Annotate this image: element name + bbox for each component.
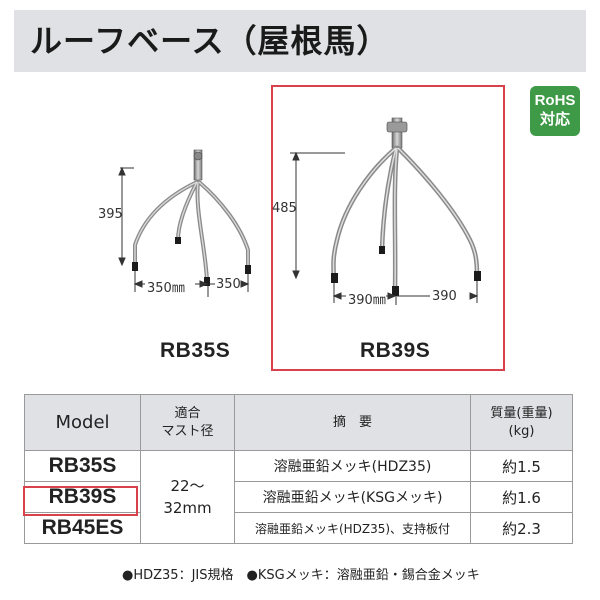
rb35s-width-a-label: 350㎜ [147,281,185,296]
row-model: RB45ES [24,512,141,544]
header-mast-line1: 適合 [174,405,201,421]
rb35s-drawing [118,149,251,297]
rb39s-legs-highlight [332,147,478,291]
rb35s-model-label: RB35S [160,339,231,362]
page-title: ルーフベース（屋根馬） [30,22,390,60]
spec-table: Model 適合 マスト径 摘 要 質量(重量) (kg) RB35S 22～ … [24,394,573,544]
mast-range-line1: 22～ [170,477,205,495]
rb35s-legs [133,180,250,282]
rb39s-width-b-label: 390 [432,289,457,304]
row-summary: 溶融亜鉛メッキ(HDZ35) [234,450,471,482]
rb39s-height-label: 485 [272,201,297,216]
rb35s-width-b-label: 350 [216,277,241,292]
rb39s-model-label: RB39S [360,339,431,362]
rb39s-drawing [290,117,481,305]
rb39s-legs [331,145,480,293]
table-row: RB45ES 溶融亜鉛メッキ(HDZ35)、支持板付 約2.3 [24,512,573,544]
rohs-badge-subtext: 対応 [539,110,570,128]
rb35s-clamp [193,151,203,161]
header-weight-line1: 質量(重量) [490,405,553,421]
header-weight-line2: (kg) [508,423,535,439]
rb35s-height-label: 395 [98,207,123,222]
row-weight: 約1.5 [470,450,573,482]
rb39s-highlight-frame [271,85,505,371]
mast-range-line2: 32mm [163,499,212,517]
row-summary: 溶融亜鉛メッキ(KSGメッキ) [234,481,471,513]
rb35s-height-dimension [118,166,134,267]
rb39s-width-a-label: 390㎜ [348,293,386,308]
header-summary: 摘 要 [234,394,471,451]
table-row: RB35S 22～ 32mm 溶融亜鉛メッキ(HDZ35) 約1.5 [24,450,573,544]
rohs-badge-label: RoHS [534,92,576,109]
rb35s-legs-highlight [134,181,249,281]
header-weight: 質量(重量) (kg) [470,394,573,451]
header-model: Model [24,394,141,451]
rb39s-feet [331,246,481,296]
title-bar [14,10,586,72]
rb39s-row-highlight [23,486,138,516]
rb39s-clamp [386,121,408,133]
row-model: RB35S [24,450,141,482]
rb35s-feet [132,237,251,286]
header-mast-diameter: 適合 マスト径 [140,394,235,451]
rb39s-height-dimension [290,151,345,280]
product-drawings [118,117,481,305]
row-weight: 約2.3 [470,512,573,544]
rohs-badge: RoHS 対応 [530,86,580,136]
footnote: ●HDZ35：JIS規格 ●KSGメッキ：溶融亜鉛・錫合金メッキ [122,568,480,583]
row-weight: 約1.6 [470,481,573,513]
mast-range-cell: 22～ 32mm [140,450,235,544]
row-summary: 溶融亜鉛メッキ(HDZ35)、支持板付 [234,512,471,544]
header-mast-line2: マスト径 [161,423,214,439]
rb35s-width-dimension [133,271,250,297]
rb39s-width-dimension [332,281,479,305]
